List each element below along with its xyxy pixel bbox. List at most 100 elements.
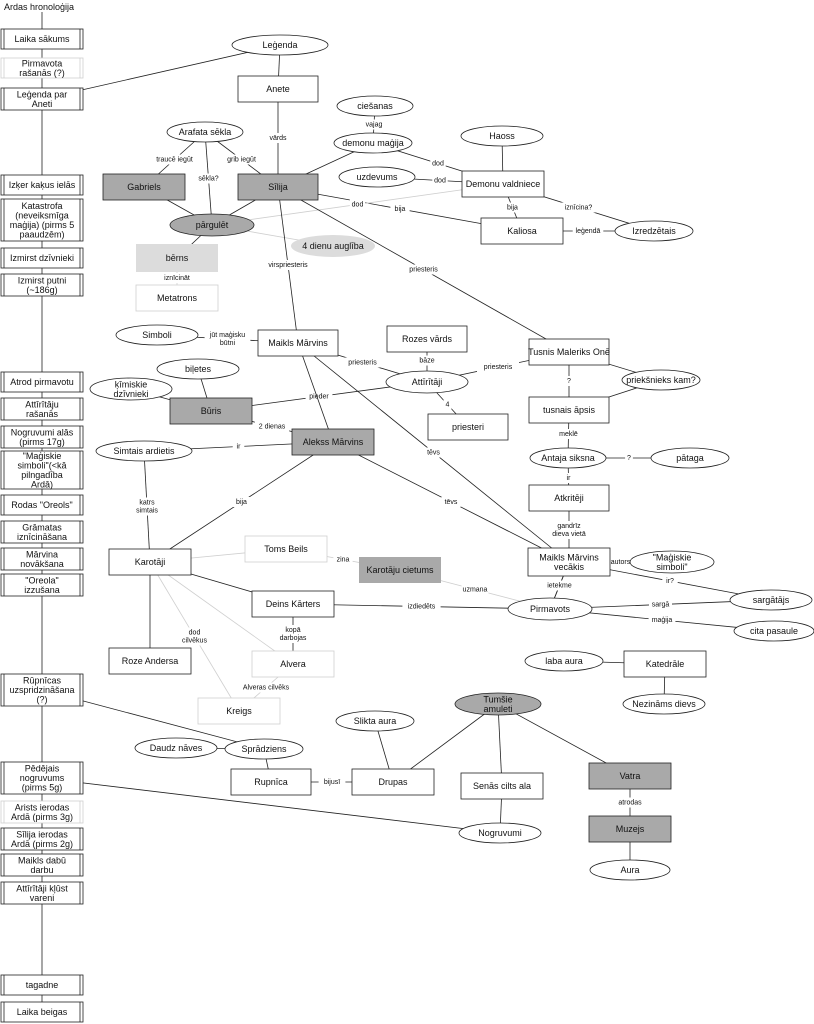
node-toms[interactable]: Toms Beils (244, 535, 328, 563)
node-box (108, 647, 192, 675)
node-ciesanas[interactable]: ciešanas (336, 95, 414, 117)
node-berns[interactable]: bērns (136, 244, 218, 272)
node-label: Aura (620, 865, 639, 875)
node-priekshnieks[interactable]: priekšnieks kam? (621, 369, 701, 391)
timeline-t4[interactable]: Izķer kaķus ielās (0, 174, 84, 196)
node-ellipse (454, 692, 542, 716)
edge-label-bg (232, 441, 245, 452)
node-label: Metatrons (157, 293, 198, 303)
node-priesteri[interactable]: priesteri (427, 413, 509, 441)
node-slikta-aura[interactable]: Slikta aura (335, 710, 415, 732)
edge-label-bg (648, 615, 676, 625)
timeline-t10[interactable]: Nogruvumi alās(pirms 17g) (0, 425, 84, 449)
node-tusnis[interactable]: Tusnis Maleriks Onē (528, 338, 610, 366)
node-tusnais[interactable]: tusnais āpsis (528, 396, 610, 424)
timeline-t6[interactable]: Izmirst dzīvnieki (0, 247, 84, 269)
node-alvera[interactable]: Alvera (251, 650, 335, 678)
node-box (460, 772, 544, 800)
node-arafata[interactable]: Arafata sēkla (166, 121, 244, 143)
node-box (0, 1001, 84, 1023)
node-spradziens[interactable]: Sprādziens (224, 738, 304, 760)
node-karotaju-cietums[interactable]: Karotāju cietums (359, 557, 441, 583)
node-silija[interactable]: Sīlija (237, 173, 319, 201)
node-legenda[interactable]: Leģenda (231, 34, 329, 56)
node-ellipse (169, 213, 255, 237)
edge-label: dod (432, 161, 444, 168)
node-muzejs[interactable]: Muzejs (588, 815, 672, 843)
node-ellipse (335, 710, 415, 732)
edge-label-bg (275, 625, 311, 643)
node-biletes[interactable]: biļetes (156, 358, 240, 380)
timeline-t1[interactable]: Laika sākums (0, 28, 84, 50)
edge-label: 4 (446, 402, 450, 409)
node-buris[interactable]: Būris (169, 397, 253, 425)
timeline-t8[interactable]: Atrod pirmavotu (0, 371, 84, 393)
node-uzdevums[interactable]: uzdevums (338, 166, 416, 188)
node-demonu-magija[interactable]: demonu maģija (333, 132, 413, 154)
node-metatrons[interactable]: Metatrons (135, 284, 219, 312)
node-cita-pasaule[interactable]: cita pasaule (733, 620, 814, 642)
node-anete[interactable]: Anete (237, 75, 319, 103)
node-pargulet[interactable]: pārgulēt (169, 213, 255, 237)
node-nezinams[interactable]: Nezināms dievs (622, 693, 706, 715)
node-simboli[interactable]: Simboli (115, 324, 199, 346)
node-laba-aura[interactable]: laba aura (524, 650, 604, 672)
node-simtais[interactable]: Simtais ardietis (95, 440, 193, 462)
node-label: priekšnieks kam? (626, 375, 696, 385)
node-senas[interactable]: Senās cilts ala (460, 772, 544, 800)
node-vatra[interactable]: Vatra (588, 762, 672, 790)
node-deins[interactable]: Deins Kārters (251, 590, 335, 618)
node-izredzetais[interactable]: Izredzētais (614, 220, 694, 242)
node-drupas[interactable]: Drupas (351, 768, 435, 796)
node-aura[interactable]: Aura (589, 859, 671, 881)
timeline-t15[interactable]: "Oreola"izzušana (0, 573, 84, 597)
node-karotaji[interactable]: Karotāji (108, 548, 192, 576)
node-rozes-vards[interactable]: Rozes vārds (386, 325, 468, 353)
edge-label: autors (611, 559, 631, 566)
timeline-t12[interactable]: Rodas "Oreols" (0, 494, 84, 516)
timeline-t23[interactable]: Laika beigas (0, 1001, 84, 1023)
node-gabriels[interactable]: Gabriels (102, 173, 186, 201)
node-daudz-naves[interactable]: Daudz nāves (134, 737, 218, 759)
node-pirmavots[interactable]: Pirmavots (507, 597, 593, 621)
node-aleks[interactable]: Alekss Mārvins (291, 428, 375, 456)
node-demonu-valdniece[interactable]: Demonu valdniece (461, 170, 545, 198)
timeline-t7[interactable]: Izmirst putni(~186g) (0, 273, 84, 297)
node-pataga[interactable]: pātaga (650, 447, 730, 469)
node-attiritaji[interactable]: Attīrītāji (385, 370, 469, 394)
node-sargatajs[interactable]: sargātājs (729, 589, 813, 611)
node-roze[interactable]: Roze Andersa (108, 647, 192, 675)
node-dienu4[interactable]: 4 dienu auglība (291, 235, 375, 257)
node-box (0, 174, 84, 196)
node-haoss[interactable]: Haoss (460, 125, 544, 147)
node-antaja[interactable]: Antaja siksna (529, 447, 607, 469)
node-label: laba aura (545, 656, 583, 666)
node-rupnica[interactable]: Rupnīca (230, 768, 312, 796)
node-kreigs[interactable]: Kreigs (197, 697, 281, 725)
node-kaliosa[interactable]: Kaliosa (480, 217, 564, 245)
node-atkriteji[interactable]: Atkritēji (528, 484, 610, 512)
node-maikls[interactable]: Maikls Mārvins (257, 329, 339, 357)
node-nogruvumi[interactable]: Nogruvumi (458, 822, 542, 844)
node-katedrale[interactable]: Katedrāle (623, 650, 707, 678)
timeline-t22[interactable]: tagadne (0, 974, 84, 996)
